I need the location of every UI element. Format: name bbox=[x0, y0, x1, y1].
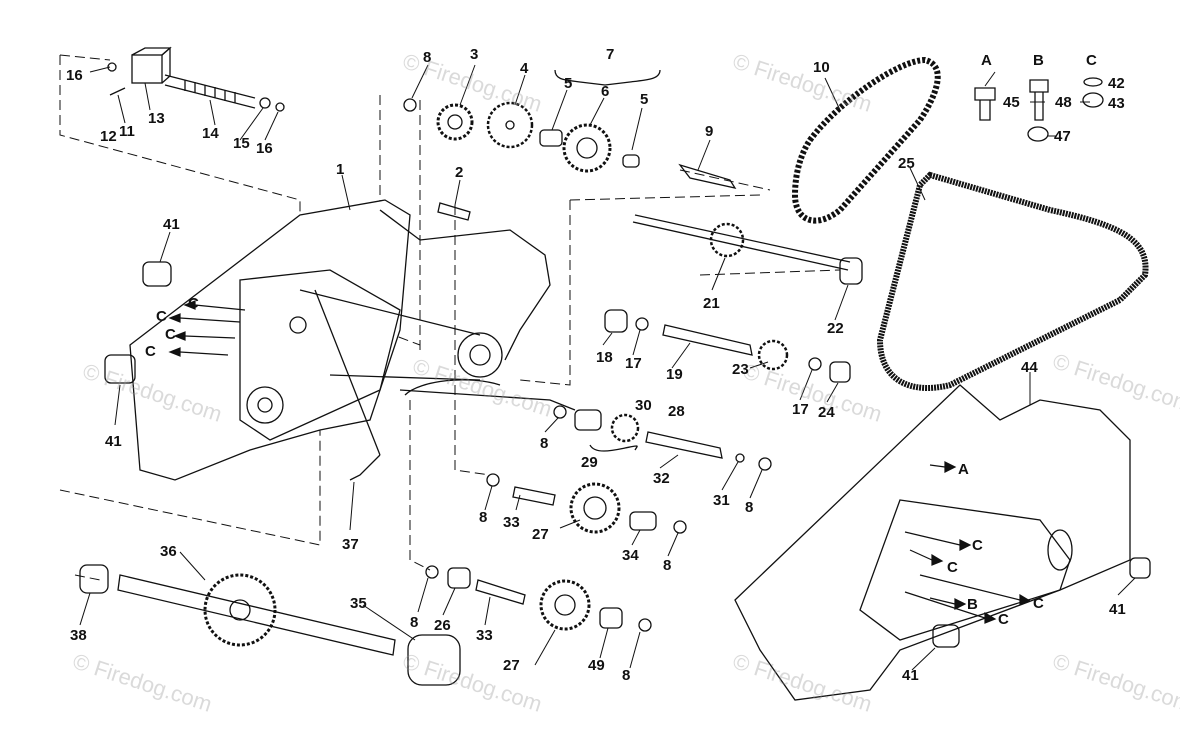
part-callout: 35 bbox=[350, 595, 367, 612]
intermediate-shaft-upper bbox=[486, 473, 687, 534]
lower-shaft-group bbox=[553, 405, 772, 471]
direction-arrows bbox=[168, 300, 1032, 624]
part-callout: 17 bbox=[792, 401, 809, 418]
hardware-callout: 43 bbox=[1108, 95, 1125, 112]
part-callout: 11 bbox=[119, 123, 135, 140]
shift-rod bbox=[314, 289, 576, 481]
drive-chain bbox=[791, 56, 941, 224]
part-callout: 28 bbox=[668, 403, 685, 420]
middle-shaft bbox=[604, 309, 851, 383]
hardware-header-a: A bbox=[981, 52, 992, 69]
part-callout: 38 bbox=[70, 627, 87, 644]
arrow-label: C bbox=[998, 611, 1009, 628]
part-callout: 41 bbox=[163, 216, 180, 233]
upper-shaft bbox=[632, 214, 863, 285]
hardware-callout: 47 bbox=[1054, 128, 1071, 145]
part-callout: 44 bbox=[1021, 359, 1038, 376]
housing-gasket bbox=[876, 171, 1149, 391]
part-callout: 6 bbox=[601, 83, 610, 100]
part-callout: 5 bbox=[564, 75, 573, 92]
tine-housing-left bbox=[129, 199, 551, 481]
part-callout: 33 bbox=[503, 514, 520, 531]
part-callout: 8 bbox=[622, 667, 631, 684]
part-callout: 1 bbox=[336, 161, 345, 178]
hardware-callout: 45 bbox=[1003, 94, 1020, 111]
input-shaft-assembly bbox=[107, 46, 285, 112]
part-callout: 27 bbox=[503, 657, 520, 674]
part-callout: 37 bbox=[342, 536, 359, 553]
part-callout: 9 bbox=[705, 123, 714, 140]
part-callout: 17 bbox=[625, 355, 642, 372]
part-callout: 10 bbox=[813, 59, 830, 76]
part-callout: 5 bbox=[640, 91, 649, 108]
part-callout: 26 bbox=[434, 617, 451, 634]
part-callout: 8 bbox=[423, 49, 432, 66]
hardware-header-c: C bbox=[1086, 52, 1097, 69]
hardware-bolts bbox=[974, 77, 1104, 142]
part-callout: 8 bbox=[479, 509, 488, 526]
dashed-guide-lines bbox=[59, 54, 841, 581]
part-callout: 4 bbox=[520, 60, 529, 77]
hardware-callout: 48 bbox=[1055, 94, 1072, 111]
arrow-label: B bbox=[967, 596, 978, 613]
leader-lines bbox=[79, 64, 1136, 671]
part-callout: 25 bbox=[898, 155, 915, 172]
part-callout: 49 bbox=[588, 657, 605, 674]
part-callout: 32 bbox=[653, 470, 670, 487]
part-callout: 12 bbox=[100, 128, 117, 145]
part-callout: 41 bbox=[902, 667, 919, 684]
arrow-label: C bbox=[145, 343, 156, 360]
part-callout: 8 bbox=[663, 557, 672, 574]
part-callout: 33 bbox=[476, 627, 493, 644]
arrow-label: C bbox=[165, 326, 176, 343]
part-callout: 8 bbox=[540, 435, 549, 452]
part-callout: 27 bbox=[532, 526, 549, 543]
part-callout: 36 bbox=[160, 543, 177, 560]
arrow-label: A bbox=[958, 461, 969, 478]
arrow-label: C bbox=[947, 559, 958, 576]
part-callout: 34 bbox=[622, 547, 639, 564]
part-callout: 7 bbox=[606, 46, 615, 63]
intermediate-shaft-lower bbox=[425, 565, 652, 632]
part-callout: 29 bbox=[581, 454, 598, 471]
part-callout: 16 bbox=[66, 67, 83, 84]
arrow-label: C bbox=[188, 295, 199, 312]
tine-axle bbox=[79, 564, 461, 686]
part-callout: 2 bbox=[455, 164, 464, 181]
part-callout: 3 bbox=[470, 46, 479, 63]
bushing bbox=[104, 354, 136, 384]
part-callout: 30 bbox=[635, 397, 652, 414]
part-callout: 41 bbox=[1109, 601, 1126, 618]
bushing bbox=[142, 261, 172, 287]
part-callout: 13 bbox=[148, 110, 165, 127]
part-callout: 18 bbox=[596, 349, 613, 366]
pin bbox=[437, 202, 471, 221]
part-callout: 41 bbox=[105, 433, 122, 450]
part-callout: 31 bbox=[713, 492, 730, 509]
part-callout: 14 bbox=[202, 125, 219, 142]
arrow-label: C bbox=[1033, 595, 1044, 612]
part-callout: 24 bbox=[818, 404, 835, 421]
arrow-label: C bbox=[972, 537, 983, 554]
part-callout: 16 bbox=[256, 140, 273, 157]
part-callout: 19 bbox=[666, 366, 683, 383]
hardware-callout: 42 bbox=[1108, 75, 1125, 92]
part-callout: 8 bbox=[410, 614, 419, 631]
arrow-label: C bbox=[156, 308, 167, 325]
hardware-header-b: B bbox=[1033, 52, 1044, 69]
part-callout: 21 bbox=[703, 295, 720, 312]
tine-housing-right bbox=[734, 384, 1151, 701]
part-callout: 15 bbox=[233, 135, 250, 152]
top-gear-train bbox=[403, 69, 737, 189]
part-callout: 23 bbox=[732, 361, 749, 378]
part-callout: 22 bbox=[827, 320, 844, 337]
part-callout: 8 bbox=[745, 499, 754, 516]
